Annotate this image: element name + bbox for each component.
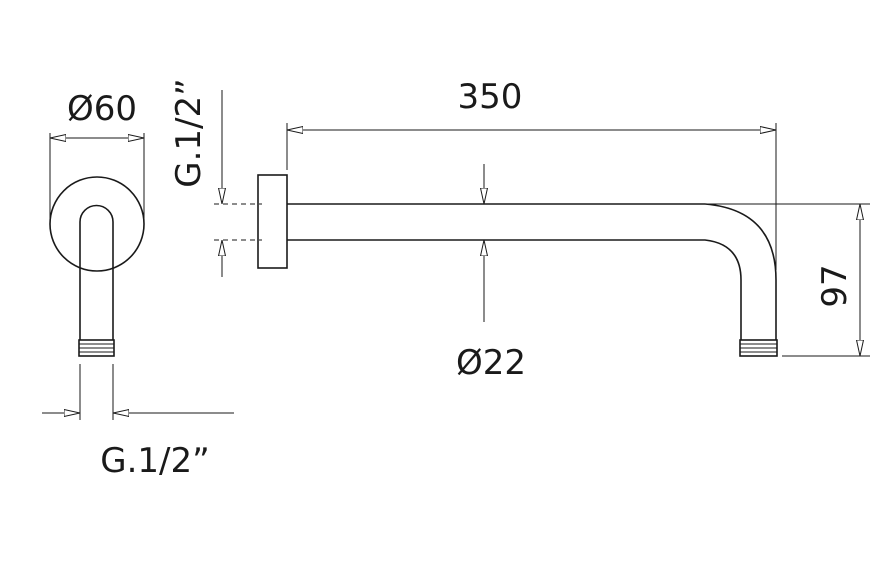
side-thread-label: G.1/2” bbox=[100, 441, 210, 481]
front-arm-bottom-edge bbox=[287, 239, 742, 340]
side-diameter-extension-lines bbox=[49, 133, 145, 222]
arm-length-extension-lines bbox=[286, 123, 777, 270]
side-diameter-label: Ø60 bbox=[67, 89, 137, 129]
front-flange bbox=[257, 174, 288, 269]
drop-height-extension-lines bbox=[705, 203, 870, 357]
arm-length-label: 350 bbox=[458, 77, 523, 117]
side-thread-extension-lines bbox=[79, 364, 114, 420]
side-view: Ø60 G.1/2” bbox=[42, 89, 234, 481]
front-thread-label: G.1/2” bbox=[169, 78, 209, 188]
front-arm-bend-outer bbox=[704, 203, 777, 340]
drop-height-label: 97 bbox=[815, 264, 855, 307]
side-arm-pipe bbox=[79, 204, 114, 340]
front-view: G.1/2” 350 Ø22 97 bbox=[169, 77, 870, 383]
side-flange-circle bbox=[49, 176, 145, 272]
arm-diameter-label: Ø22 bbox=[456, 343, 526, 383]
